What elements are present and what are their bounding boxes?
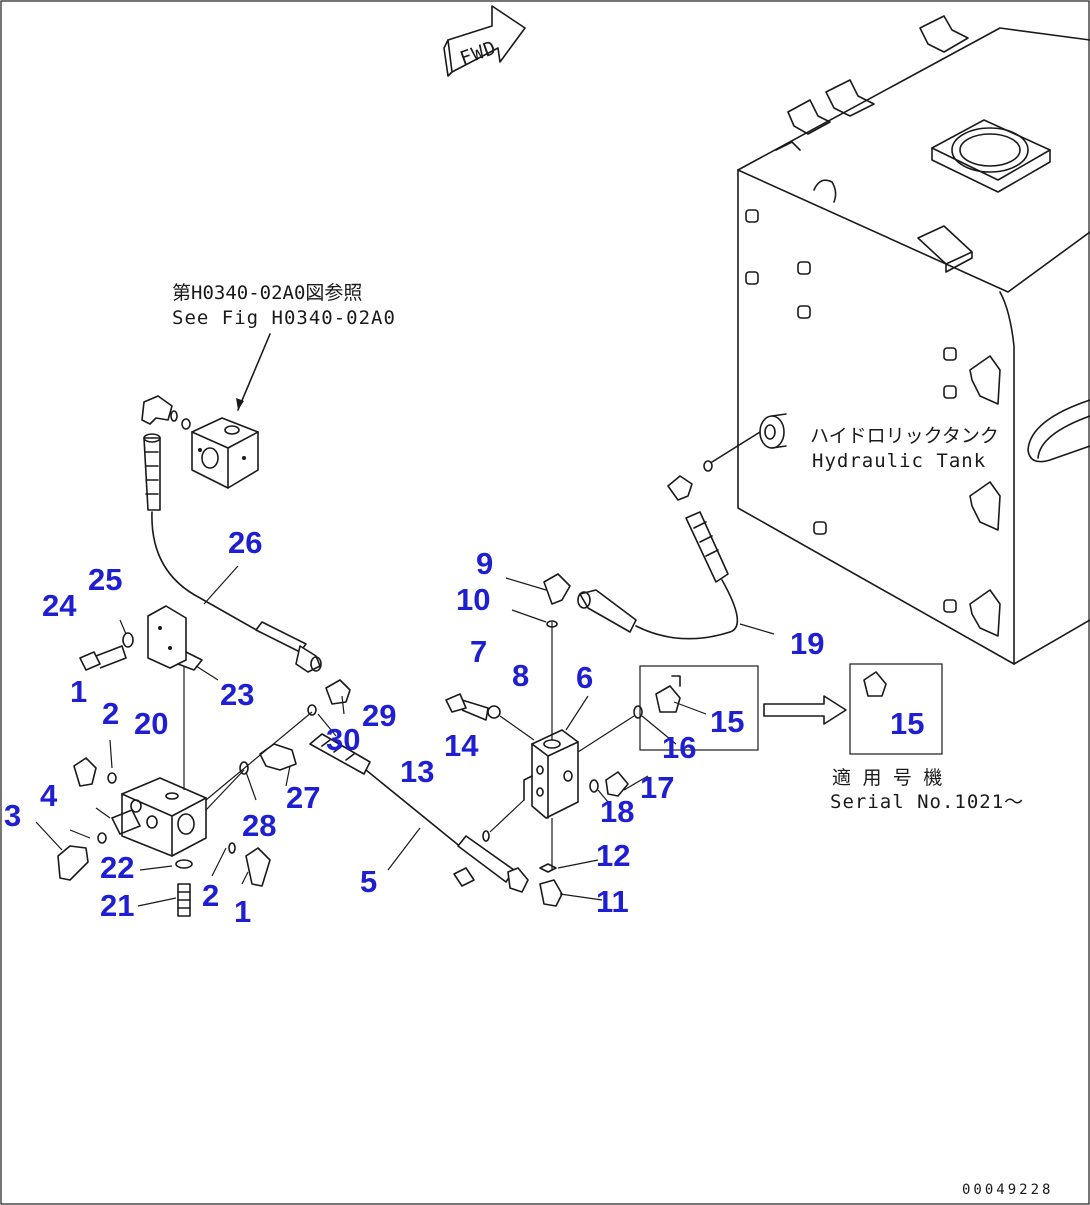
serial-label-en: Serial No.1021～ — [830, 791, 1024, 813]
fitting-29 — [325, 679, 351, 705]
callout-2b: 2 — [202, 878, 219, 913]
fwd-arrow-icon: FWD — [443, 5, 526, 77]
plug-11 — [539, 879, 563, 907]
hose-26-end — [255, 621, 307, 653]
callout-15b: 15 — [890, 706, 924, 741]
callout-19: 19 — [790, 626, 824, 661]
callout-29: 29 — [362, 698, 396, 733]
callout-24: 24 — [42, 588, 77, 623]
callout-1a: 1 — [70, 674, 87, 709]
elbow-27 — [259, 743, 297, 771]
reference-label-jp: 第H0340-02A0図参照 — [172, 282, 362, 304]
elbow-9 — [543, 573, 571, 605]
callout-6: 6 — [576, 660, 593, 695]
plug-17 — [605, 771, 629, 797]
arrow-right-icon — [763, 695, 847, 725]
callout-2a: 2 — [102, 696, 119, 731]
callout-28: 28 — [242, 808, 276, 843]
callout-13: 13 — [400, 754, 434, 789]
callout-23: 23 — [220, 677, 254, 712]
bolt-24 — [79, 645, 127, 671]
reference-label-en: See Fig H0340-02A0 — [172, 307, 396, 329]
callout-15a: 15 — [710, 704, 744, 739]
callout-4: 4 — [40, 778, 58, 813]
callout-17: 17 — [640, 770, 674, 805]
washer-22 — [175, 859, 193, 869]
elbow-1b — [245, 847, 271, 887]
callout-14: 14 — [444, 728, 479, 763]
callout-3: 3 — [4, 798, 21, 833]
callout-25: 25 — [88, 562, 122, 597]
callout-21: 21 — [100, 888, 134, 923]
callout-9: 9 — [476, 546, 493, 581]
reference-valve — [141, 395, 259, 511]
callout-10: 10 — [456, 582, 490, 617]
tank-label-jp: ハイドロリックタンク — [810, 425, 999, 447]
oring-18 — [589, 779, 599, 793]
reference-leader — [237, 333, 271, 411]
hose-19-top — [685, 511, 729, 583]
callout-22: 22 — [100, 850, 134, 885]
elbow-1a — [73, 757, 97, 787]
drawing-code: 00049228 — [962, 1182, 1053, 1198]
bolt-13 — [453, 867, 475, 887]
tank-bolts — [745, 209, 957, 613]
bolt-7 — [445, 693, 489, 721]
hose-26 — [151, 511, 261, 633]
oring-30 — [307, 704, 317, 716]
bracket-23 — [147, 605, 203, 790]
callout-11: 11 — [596, 884, 629, 919]
washer-25 — [122, 632, 134, 648]
oring-14 — [482, 830, 490, 842]
oring-10 — [546, 620, 558, 628]
callouts: 26 25 24 23 1 2 20 29 30 27 28 4 3 22 21… — [4, 525, 924, 929]
callout-20: 20 — [134, 706, 168, 741]
leader-lines — [35, 565, 775, 907]
elbow-3 — [57, 845, 89, 881]
callout-1b: 1 — [234, 894, 251, 929]
detail-box-15-current — [639, 665, 759, 751]
hose-5 — [365, 769, 463, 849]
callout-30: 30 — [326, 722, 360, 757]
callout-8: 8 — [512, 658, 529, 693]
callout-7: 7 — [470, 634, 487, 669]
serial-label-jp: 適 用 号 機 — [832, 767, 942, 789]
valve-block-6 — [523, 622, 579, 870]
callout-12: 12 — [596, 838, 630, 873]
tank-label-en: Hydraulic Tank — [812, 450, 986, 472]
hose-19 — [635, 579, 739, 640]
washer-8 — [487, 705, 501, 719]
oring-16 — [633, 705, 643, 719]
valve-block-20 — [111, 777, 207, 857]
detail-box-15-serial — [849, 663, 943, 755]
hydraulic-tank — [737, 15, 1090, 665]
callout-26: 26 — [228, 525, 262, 560]
callout-16: 16 — [662, 730, 696, 765]
oring-12 — [539, 863, 557, 873]
callout-18: 18 — [600, 794, 634, 829]
callout-5: 5 — [360, 864, 377, 899]
callout-27: 27 — [286, 780, 320, 815]
